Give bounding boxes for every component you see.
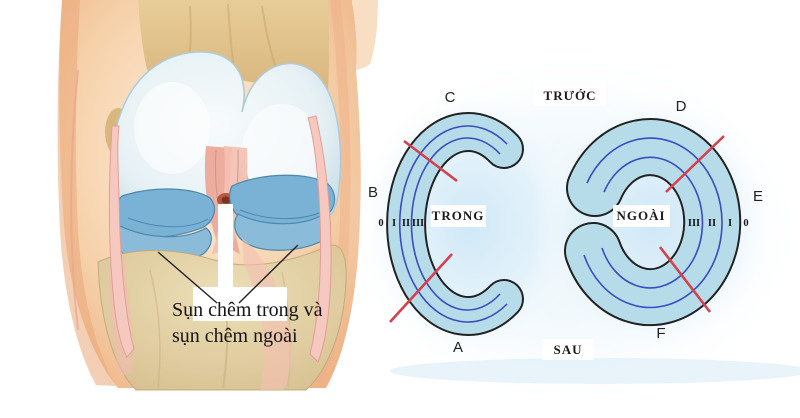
meniscus-ridge-right xyxy=(239,209,327,220)
medial-tear-line-upper xyxy=(403,139,458,183)
meniscus-ridge-left xyxy=(127,217,209,228)
medial-band-fill xyxy=(388,114,522,334)
medial-zone-0: 0 xyxy=(378,218,383,229)
lateral-zone-1: I xyxy=(728,218,732,229)
medial-tear-line-lower xyxy=(389,253,453,323)
lateral-tear-line-lower xyxy=(658,246,712,313)
leader-line-left xyxy=(157,251,218,304)
posterior-label-backdrop xyxy=(542,339,594,360)
leader-line-right xyxy=(238,244,299,304)
pointer-bar xyxy=(218,204,233,296)
lateral-zone-line-inner xyxy=(601,156,704,289)
medial-meniscus-diagram: C B A 0 I II III TRONG xyxy=(368,89,524,356)
lateral-zone-3: III xyxy=(688,218,700,229)
anterior-label: TRƯỚC xyxy=(544,88,597,103)
vessel-line-left xyxy=(70,69,79,331)
medial-label-backdrop xyxy=(431,205,486,227)
point-label-a: A xyxy=(453,339,463,356)
lateral-zone-line-outer xyxy=(583,137,723,309)
caption-line-2: sụn chêm ngoài xyxy=(172,325,298,347)
posterior-label: SAU xyxy=(553,342,582,357)
medial-zone-2: II xyxy=(402,218,410,229)
medial-label: TRONG xyxy=(432,208,485,223)
condyle-highlight-left xyxy=(134,82,210,174)
ligament-tear-core xyxy=(221,196,231,204)
skin-shadow-left xyxy=(57,0,116,386)
tibia-streak-1 xyxy=(149,269,161,389)
medial-zone-line-inner xyxy=(410,137,501,311)
lateral-tear-line-upper xyxy=(665,135,725,193)
medial-zone-line-outer xyxy=(398,125,508,323)
glow-bottom-streak xyxy=(390,358,800,384)
lateral-zone-0: 0 xyxy=(743,218,748,229)
medial-zone-3: III xyxy=(412,218,424,229)
medial-zone-1: I xyxy=(392,218,396,229)
point-label-d: D xyxy=(676,98,687,115)
caption-backdrop xyxy=(193,287,287,321)
lateral-zone-2: II xyxy=(708,218,716,229)
point-label-f: F xyxy=(656,325,665,342)
point-label-b: B xyxy=(368,184,378,201)
skin-top-right-patch xyxy=(352,0,378,70)
lateral-label-backdrop xyxy=(613,205,670,227)
lcl-ligament xyxy=(307,115,332,363)
anterior-label-backdrop xyxy=(534,85,606,106)
zone-diagram: C B A 0 I II III TRONG D E F III II I 0 xyxy=(334,48,800,412)
caption-line-1: Sụn chêm trong và xyxy=(172,299,323,321)
point-label-e: E xyxy=(753,188,763,205)
point-label-c: C xyxy=(445,89,456,106)
lateral-meniscus-diagram: D E F III II I 0 NGOÀI xyxy=(564,98,763,342)
knee-illustration: Sụn chêm trong và sụn chêm ngoài xyxy=(57,0,378,391)
mcl-ligament xyxy=(108,125,135,358)
lateral-band-fill xyxy=(566,120,740,325)
lateral-label: NGOÀI xyxy=(616,208,665,223)
